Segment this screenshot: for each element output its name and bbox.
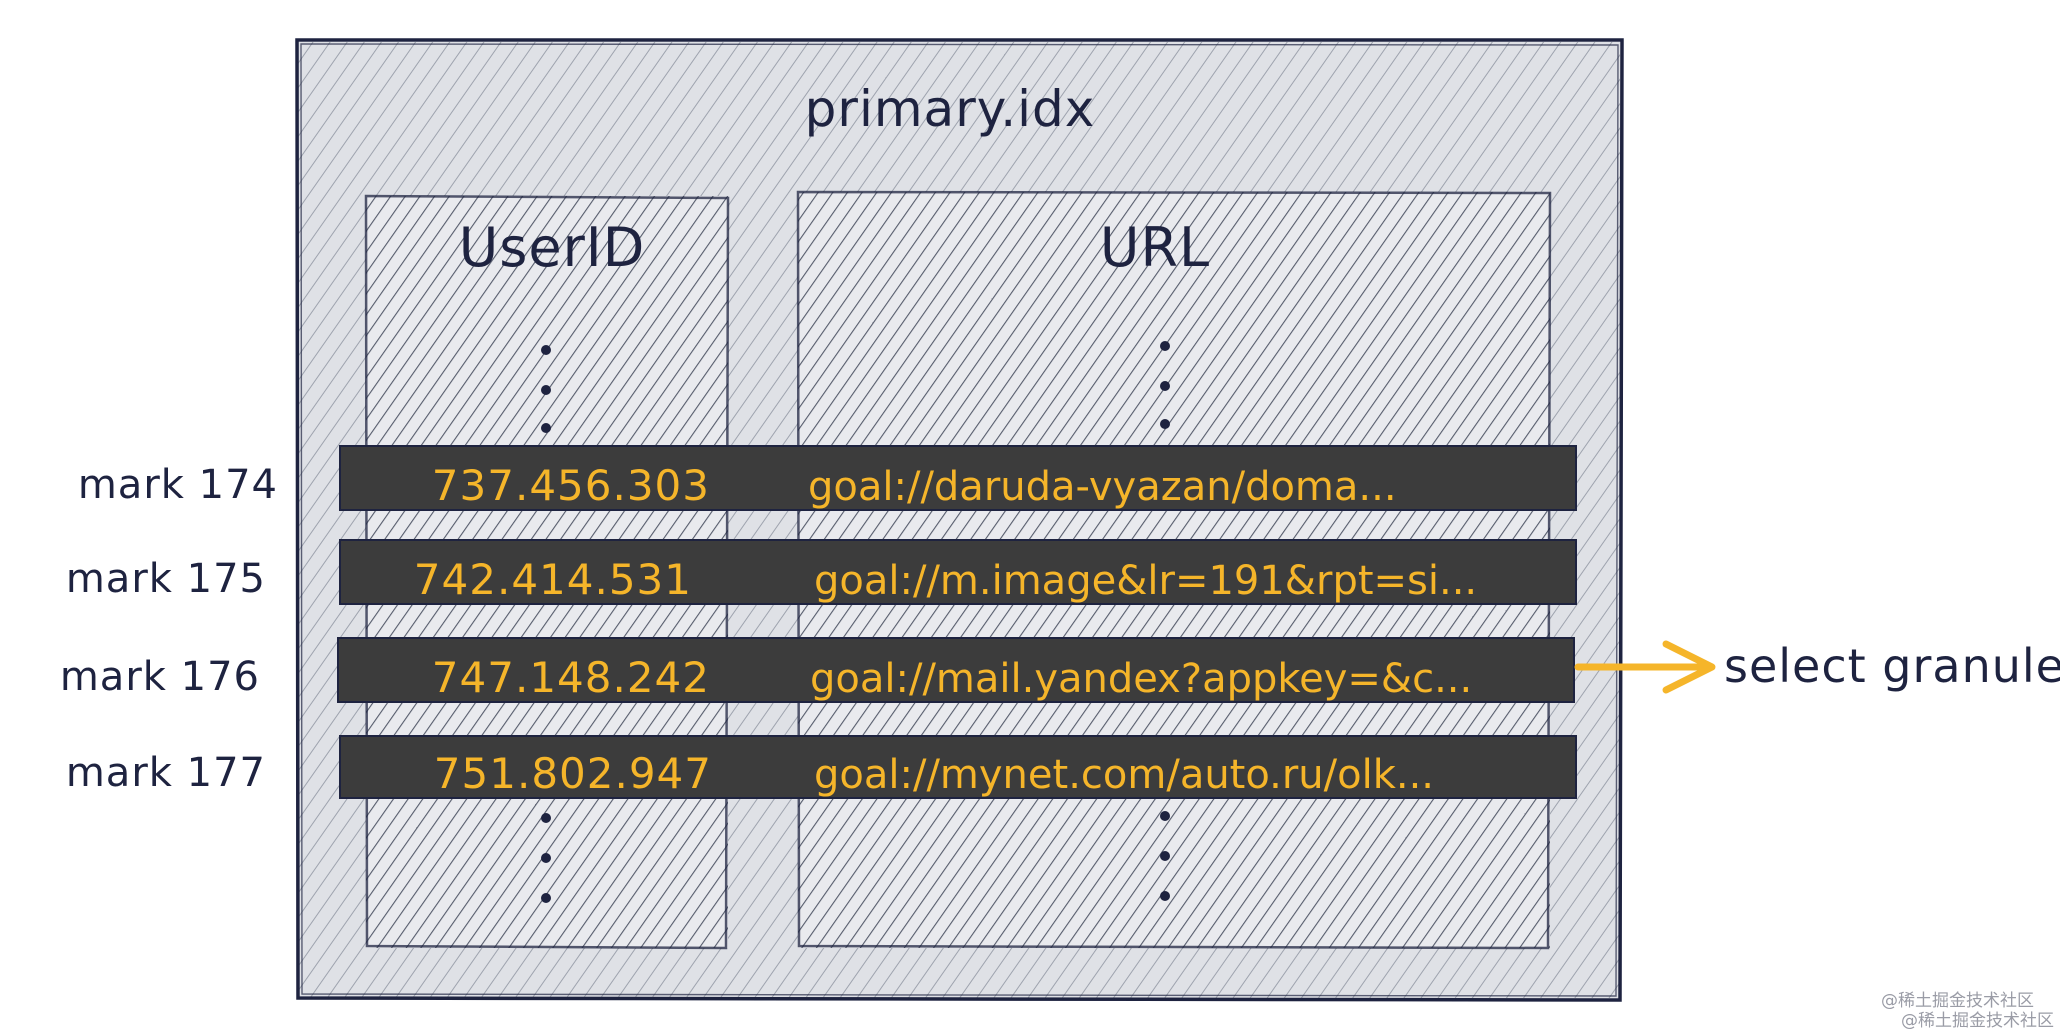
arrow-icon	[1574, 640, 1716, 694]
mark-label: mark 175	[66, 556, 266, 602]
mark-label: mark 174	[78, 462, 278, 508]
watermark: @稀土掘金技术社区	[1901, 1011, 2054, 1031]
url-value: goal://mynet.com/auto.ru/olk...	[814, 752, 1434, 798]
url-value: goal://mail.yandex?appkey=&c...	[810, 656, 1472, 702]
mark-label: mark 177	[66, 750, 266, 796]
select-granule-label: select granule	[1724, 639, 2060, 693]
ellipsis-bottom-userid	[541, 813, 551, 903]
mark-row: mark 177 751.802.947 goal://mynet.com/au…	[66, 735, 1577, 799]
url-value: goal://daruda-vyazan/doma...	[808, 464, 1397, 510]
mark-row: mark 175 742.414.531 goal://m.image&lr=1…	[66, 539, 1577, 605]
watermark: @稀土掘金技术社区	[1881, 991, 2034, 1011]
index-title: primary.idx	[805, 80, 1096, 138]
ellipsis-bottom-url	[1160, 811, 1170, 901]
url-column-header: URL	[1100, 216, 1210, 279]
mark-row-selected: mark 176 747.148.242 goal://mail.yandex?…	[60, 637, 1575, 703]
ellipsis-top-userid	[541, 345, 551, 433]
userid-value: 742.414.531	[414, 555, 692, 604]
url-value: goal://m.image&lr=191&rpt=si...	[814, 558, 1477, 604]
userid-column-header: UserID	[459, 216, 646, 279]
userid-value: 751.802.947	[434, 749, 712, 798]
userid-value: 737.456.303	[432, 461, 710, 510]
userid-value: 747.148.242	[432, 653, 710, 702]
mark-label: mark 176	[60, 654, 260, 700]
mark-row: mark 174 737.456.303 goal://daruda-vyaza…	[78, 445, 1577, 511]
ellipsis-top-url	[1160, 341, 1170, 429]
